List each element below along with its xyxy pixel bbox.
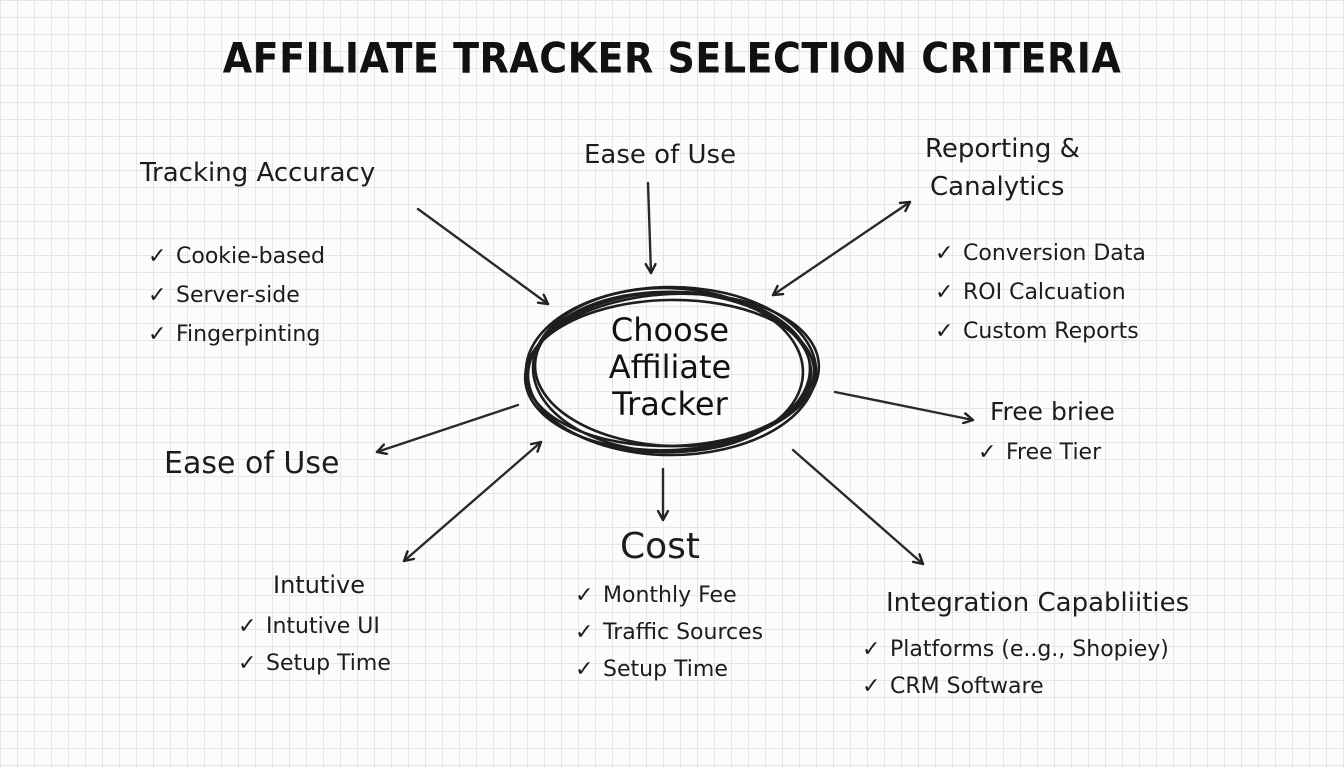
tracking-accuracy-list: ✓Cookie-based ✓Server-side ✓Fingerpintin… [148, 237, 325, 354]
check-icon: ✓ [575, 657, 594, 682]
check-icon: ✓ [148, 244, 167, 269]
list-item: ✓Traffic Sources [575, 614, 763, 651]
ease-of-use-top-heading: Ease of Use [584, 140, 737, 170]
check-icon: ✓ [935, 280, 954, 305]
ease-of-use-left-heading: Ease of Use [164, 446, 340, 481]
arrow-center-to-free [833, 390, 975, 420]
intutive-list: ✓Intutive UI ✓Setup Time [238, 608, 391, 682]
arrow-center-to-integration [791, 448, 925, 566]
cost-heading: Cost [620, 526, 701, 567]
center-node-label: Choose Affiliate Tracker [560, 312, 780, 423]
check-icon: ✓ [935, 241, 954, 266]
reporting-heading-line1: Reporting & [925, 134, 1080, 164]
arrow-tracking-to-center [416, 207, 550, 306]
free-list: ✓Free Tier [978, 434, 1101, 471]
free-heading: Free briee [990, 397, 1115, 426]
integration-list: ✓Platforms (e..g., Shopiey) ✓CRM Softwar… [862, 631, 1169, 705]
list-item: ✓Platforms (e..g., Shopiey) [862, 631, 1169, 668]
check-icon: ✓ [238, 651, 257, 676]
list-item: ✓Setup Time [238, 645, 391, 682]
list-item: ✓Monthly Fee [575, 577, 763, 614]
arrow-intutive-center [402, 440, 543, 563]
list-item: ✓Server-side [148, 276, 325, 315]
check-icon: ✓ [238, 614, 257, 639]
tracking-accuracy-heading: Tracking Accuracy [140, 158, 376, 188]
check-icon: ✓ [148, 283, 167, 308]
list-item: ✓Custom Reports [935, 312, 1146, 351]
center-scribble-ellipse [523, 285, 821, 457]
arrow-reporting-center [771, 200, 912, 297]
check-icon: ✓ [575, 583, 594, 608]
list-item: ✓CRM Software [862, 668, 1169, 705]
check-icon: ✓ [575, 620, 594, 645]
check-icon: ✓ [935, 319, 954, 344]
list-item: ✓Fingerpinting [148, 315, 325, 354]
list-item: ✓Free Tier [978, 434, 1101, 471]
list-item: ✓ROI Calcuation [935, 273, 1146, 312]
list-item: ✓Cookie-based [148, 237, 325, 276]
center-line-2: Affiliate [608, 348, 732, 386]
arrow-ease-top-to-center [648, 181, 651, 275]
reporting-heading-line2: Canalytics [930, 172, 1065, 202]
integration-heading: Integration Capabliities [886, 588, 1190, 618]
check-icon: ✓ [862, 674, 881, 699]
arrow-center-to-ease-left [375, 403, 520, 452]
intutive-heading: Intutive [273, 571, 365, 599]
check-icon: ✓ [862, 637, 881, 662]
list-item: ✓Conversion Data [935, 234, 1146, 273]
list-item: ✓Setup Time [575, 651, 763, 688]
check-icon: ✓ [148, 322, 167, 347]
cost-list: ✓Monthly Fee ✓Traffic Sources ✓Setup Tim… [575, 577, 763, 688]
reporting-list: ✓Conversion Data ✓ROI Calcuation ✓Custom… [935, 234, 1146, 351]
diagram-title: AFFILIATE TRACKER SELECTION CRITERIA [222, 33, 1122, 83]
list-item: ✓Intutive UI [238, 608, 391, 645]
center-line-1: Choose [610, 311, 730, 349]
center-line-3: Tracker [612, 385, 728, 423]
check-icon: ✓ [978, 440, 997, 465]
